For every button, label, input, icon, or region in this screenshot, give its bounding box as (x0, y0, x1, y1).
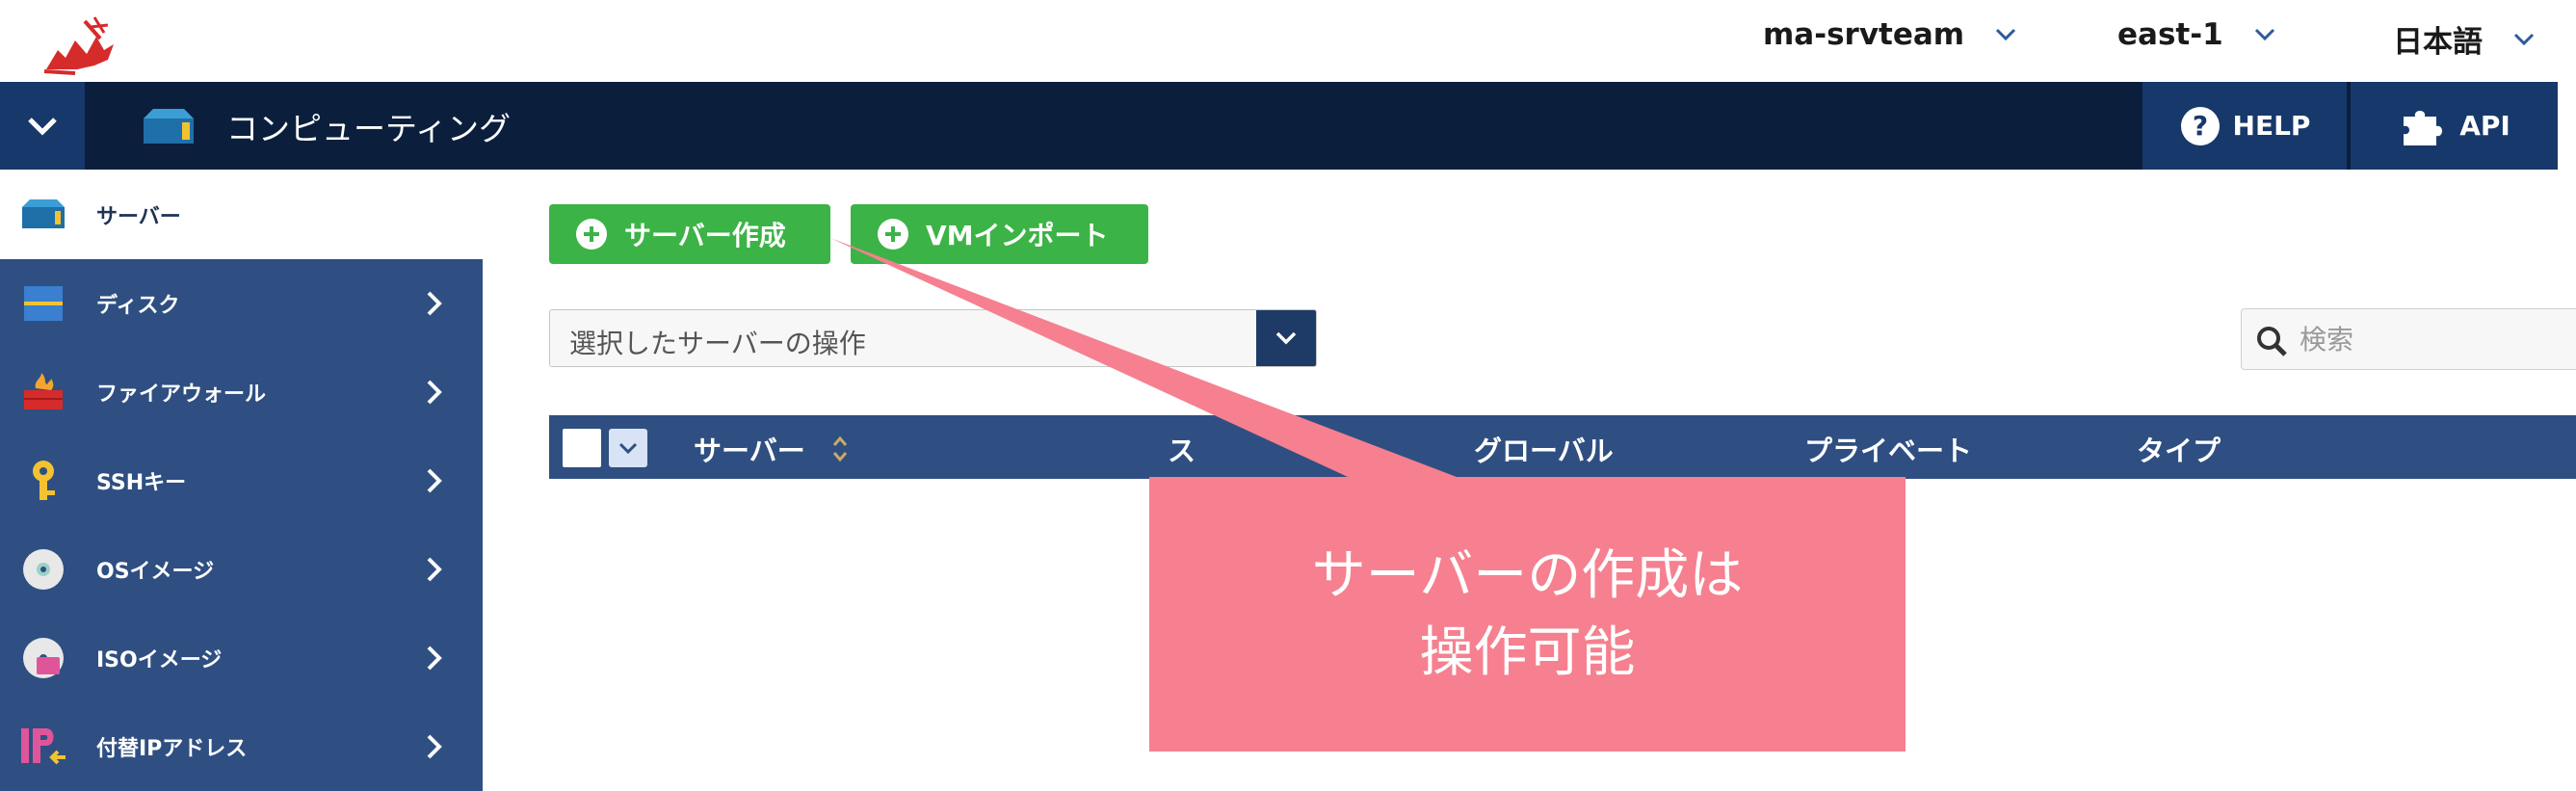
sidebar-item-label: ISOイメージ (96, 648, 223, 672)
chevron-down-icon (1275, 331, 1297, 345)
help-icon: ? (2180, 106, 2220, 145)
sort-icon[interactable] (830, 433, 850, 465)
header-edge (2558, 82, 2576, 170)
api-button[interactable]: API (2351, 82, 2558, 170)
select-options-button[interactable] (609, 429, 647, 467)
sidebar-item-disk[interactable]: ディスク (0, 259, 483, 348)
column-header-global[interactable]: グローバル (1474, 435, 1614, 467)
help-button[interactable]: ? HELP (2142, 82, 2347, 170)
sidebar-item-label: ディスク (96, 294, 180, 318)
account-name: ma-srvteam (1763, 17, 1965, 52)
key-icon (19, 457, 67, 505)
chevron-down-icon (618, 442, 638, 455)
sidebar-item-label: SSHキー (96, 471, 187, 495)
column-header-server[interactable]: サーバー (694, 435, 805, 467)
top-bar: ma-srvteam east-1 日本語 (0, 0, 2576, 82)
chevron-right-icon (427, 468, 442, 493)
vm-import-label: VMインポート (926, 220, 1109, 251)
chevron-down-icon (2513, 33, 2535, 45)
header-title-group: コンピューティング (140, 82, 511, 170)
account-menu[interactable]: ma-srvteam (1763, 17, 2018, 52)
disk-icon (19, 279, 67, 328)
sidebar-item-ssh-key[interactable]: SSHキー (0, 436, 483, 525)
region-menu[interactable]: east-1 (2117, 17, 2277, 52)
language-menu[interactable]: 日本語 (2393, 17, 2537, 61)
server-icon (19, 191, 67, 239)
sidebar-item-label: OSイメージ (96, 560, 215, 584)
help-label: HELP (2232, 110, 2311, 142)
select-dropdown-button[interactable] (1256, 310, 1316, 366)
column-header-status[interactable]: ス (1168, 435, 1196, 467)
iso-image-icon (19, 634, 67, 682)
server-action-select[interactable]: 選択したサーバーの操作 (549, 309, 1317, 367)
sidebar: サーバー ディスク ファイアウォール (0, 170, 483, 791)
computing-icon (144, 108, 194, 144)
sidebar-item-firewall[interactable]: ファイアウォール (0, 348, 483, 436)
callout-line-2: 操作可能 (1419, 620, 1636, 684)
api-label: API (2459, 110, 2510, 142)
svg-text:?: ? (2192, 110, 2207, 142)
chevron-down-icon (1996, 28, 2016, 41)
search-box (2241, 308, 2576, 370)
menu-toggle-button[interactable] (0, 82, 85, 170)
chevron-right-icon (427, 557, 442, 582)
chevron-right-icon (427, 646, 442, 671)
search-icon (2257, 327, 2287, 356)
select-placeholder: 選択したサーバーの操作 (569, 328, 866, 359)
firewall-icon (19, 368, 67, 416)
plus-circle-icon (576, 219, 607, 250)
puzzle-icon (2404, 110, 2443, 145)
sidebar-item-server[interactable]: サーバー (0, 170, 483, 259)
column-header-type[interactable]: タイプ (2137, 435, 2221, 467)
app-header: コンピューティング ? HELP API (0, 82, 2576, 170)
create-server-button[interactable]: サーバー作成 (549, 204, 830, 264)
region-name: east-1 (2117, 17, 2223, 52)
annotation-callout: サーバーの作成は 操作可能 (1149, 477, 1906, 751)
sidebar-item-label: 付替IPアドレス (96, 737, 248, 761)
sidebar-item-iso-image[interactable]: ISOイメージ (0, 614, 483, 702)
language-name: 日本語 (2393, 25, 2483, 60)
chevron-down-icon (28, 117, 57, 136)
ip-address-icon (19, 723, 67, 771)
server-table-header: サーバー ス グローバル プライベート タイプ (549, 415, 2576, 479)
logo-icon (43, 16, 114, 75)
chevron-right-icon (427, 380, 442, 405)
chevron-right-icon (427, 291, 442, 316)
column-header-private[interactable]: プライベート (1804, 435, 1973, 467)
chevron-right-icon (427, 734, 442, 759)
callout-line-1: サーバーの作成は (1311, 543, 1744, 607)
os-image-icon (19, 545, 67, 593)
sidebar-item-label: サーバー (96, 204, 181, 229)
plus-circle-icon (878, 219, 908, 250)
search-input[interactable] (2300, 319, 2560, 359)
sidebar-item-label: ファイアウォール (96, 382, 267, 407)
vm-import-button[interactable]: VMインポート (851, 204, 1148, 264)
create-server-label: サーバー作成 (624, 220, 786, 251)
select-all-checkbox[interactable] (563, 429, 601, 467)
sidebar-item-ip-address[interactable]: 付替IPアドレス (0, 702, 483, 791)
page-title: コンピューティング (226, 109, 512, 147)
sidebar-item-os-image[interactable]: OSイメージ (0, 525, 483, 614)
chevron-down-icon (2254, 28, 2274, 41)
